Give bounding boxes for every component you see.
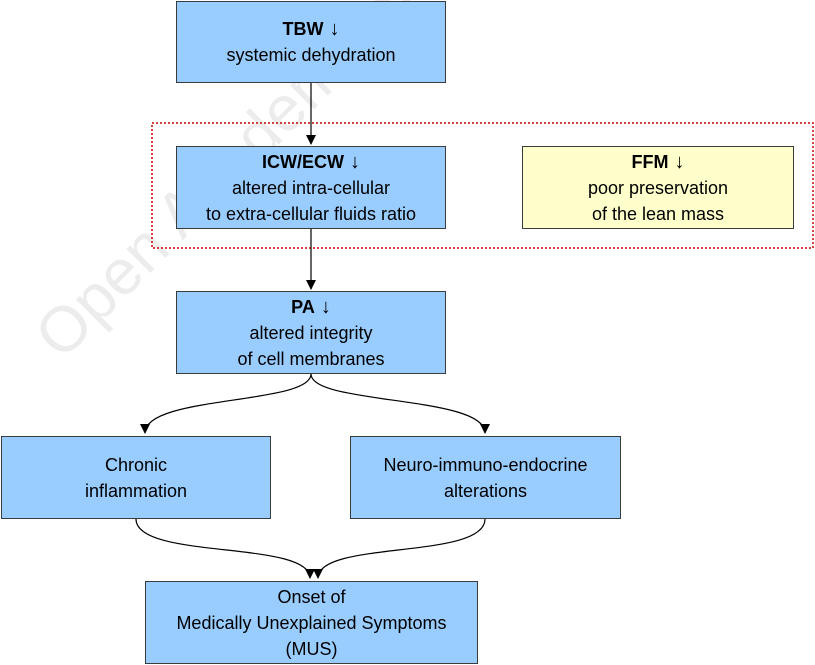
dotted-group-border: [151, 122, 814, 249]
node-neuro-immuno-endocrine: Neuro-immuno-endocrine alterations: [350, 436, 621, 519]
edge-neuro-mus: [313, 518, 486, 579]
node-mus-line-3: (MUS): [285, 638, 338, 659]
node-pa-title: PA ↓: [291, 295, 331, 318]
edge-pa-chronic: [140, 373, 312, 434]
node-icw-ecw-line-2: to extra-cellular fluids ratio: [205, 203, 417, 224]
node-tbw-title: TBW ↓: [282, 18, 340, 40]
node-icw-ecw-line-1: altered intra-cellular: [231, 177, 391, 198]
node-pa: PA ↓ altered integrity of cell membranes: [176, 291, 446, 374]
edge-chronic-mus: [135, 518, 315, 579]
down-arrow-icon: ↓: [320, 295, 331, 318]
node-mus: Onset of Medically Unexplained Symptoms …: [145, 581, 478, 664]
node-pa-line-2: of cell membranes: [237, 348, 385, 369]
node-tbw-line: systemic dehydration: [226, 45, 396, 65]
node-ffm: FFM ↓ poor preservation of the lean mass: [522, 146, 794, 229]
node-chronic-inflammation: Chronic inflammation: [1, 436, 271, 519]
node-neuro-line-1: Neuro-immuno-endocrine: [383, 454, 588, 475]
node-neuro-line-2: alterations: [443, 480, 528, 501]
node-pa-line-1: altered integrity: [249, 322, 373, 343]
node-mus-line-2: Medically Unexplained Symptoms: [176, 612, 447, 633]
node-ffm-line-2: of the lean mass: [591, 203, 725, 224]
node-chronic-line-1: Chronic: [104, 454, 168, 475]
node-mus-line-1: Onset of: [277, 586, 346, 607]
edge-pa-neuro: [310, 373, 490, 434]
node-icw-ecw-title: ICW/ECW ↓: [262, 150, 360, 173]
down-arrow-icon: ↓: [349, 150, 360, 173]
node-ffm-line-1: poor preservation: [587, 177, 729, 198]
node-icw-ecw: ICW/ECW ↓ altered intra-cellular to extr…: [176, 146, 446, 229]
down-arrow-icon: ↓: [329, 18, 340, 40]
node-tbw: TBW ↓ systemic dehydration: [176, 1, 446, 83]
node-ffm-title: FFM ↓: [631, 150, 685, 173]
node-chronic-line-2: inflammation: [84, 480, 188, 501]
down-arrow-icon: ↓: [674, 150, 685, 173]
